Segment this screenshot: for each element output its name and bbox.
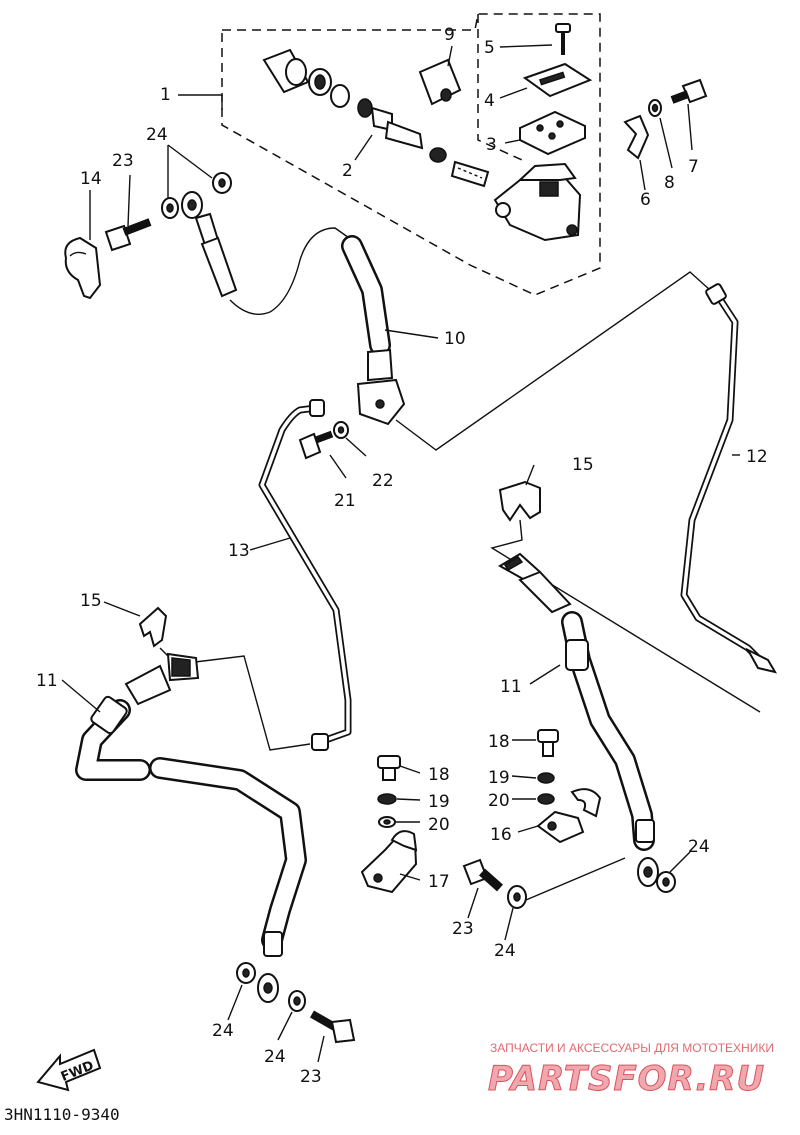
callout-18-right: 18 (488, 732, 510, 752)
callout-15-left: 15 (80, 591, 102, 611)
part-11-hose-left (75, 652, 307, 1003)
part-24-washer-left-b (288, 990, 306, 1012)
callout-24-right-b: 24 (494, 941, 516, 961)
callout-4: 4 (484, 91, 495, 111)
callout-2: 2 (342, 161, 353, 181)
hose-joint-block (356, 348, 406, 426)
callout-13: 13 (228, 541, 250, 561)
callout-8: 8 (664, 173, 675, 193)
watermark: ЗАПЧАСТИ И АКСЕССУАРЫ ДЛЯ МОТОТЕХНИКИ PA… (488, 1041, 774, 1100)
part-6-clip (623, 114, 650, 160)
part-23-bolt-right (462, 858, 503, 892)
part-9-cap (418, 58, 462, 106)
callout-19-left: 19 (428, 792, 450, 812)
callout-21: 21 (334, 491, 356, 511)
diagram-code: 3HN1110-9340 (4, 1105, 120, 1124)
part-19-washer-right (537, 772, 555, 784)
callout-7: 7 (688, 157, 699, 177)
part-7-bolt (670, 78, 708, 104)
part-13-brake-pipe (258, 399, 352, 751)
callout-23-lower: 23 (300, 1067, 322, 1087)
callout-24-right-a: 24 (688, 837, 710, 857)
master-cylinder-body (493, 162, 582, 242)
part-4-slot (539, 71, 566, 86)
part-24-washer-upper-b (212, 172, 232, 194)
part-18-bolt-left (377, 755, 401, 781)
part-20-washer-right (537, 793, 555, 805)
callout-12: 12 (746, 447, 768, 467)
callout-labels: 1 2 3 4 5 6 7 8 9 10 11 11 12 13 14 15 1… (36, 25, 768, 1087)
callout-15-right: 15 (572, 455, 594, 475)
part-3-diaphragm (519, 110, 586, 156)
part-23-bolt-lower (310, 1010, 356, 1044)
part-15-clip-left (138, 606, 168, 648)
callout-14: 14 (80, 169, 102, 189)
callout-1: 1 (160, 85, 171, 105)
callout-18-left: 18 (428, 765, 450, 785)
callout-22: 22 (372, 471, 394, 491)
callout-11-left: 11 (36, 671, 58, 691)
part-17-bracket (360, 830, 418, 894)
part-18-bolt-right (537, 729, 559, 757)
part-15-clip-right (498, 480, 541, 522)
part-5-screw (555, 23, 571, 55)
link-line-right (395, 271, 711, 451)
part-14-cover (64, 236, 102, 300)
part-23-bolt-upper (104, 218, 152, 252)
part-21-bolt (298, 430, 334, 460)
callout-11-right: 11 (500, 677, 522, 697)
hose-routing-line (229, 227, 353, 315)
part-22-washer (333, 421, 349, 439)
kit-boundary (477, 14, 523, 161)
callout-3: 3 (486, 135, 497, 155)
pipe-to-hose-guide (194, 655, 311, 751)
callout-23-right: 23 (452, 919, 474, 939)
upper-banjo-fitting (181, 191, 238, 298)
callout-19-right: 19 (488, 768, 510, 788)
clip-guide-right (490, 519, 761, 713)
part-12-brake-pipe (680, 283, 778, 674)
callout-9: 9 (444, 25, 455, 45)
part-24-washer-right-a (656, 871, 676, 893)
part-24-washer-left-a (236, 962, 256, 984)
assembly-boundary (221, 13, 601, 296)
part-11-hose-right (498, 552, 659, 887)
callout-23-upper: 23 (112, 151, 134, 171)
part-24-washer-right-b (507, 885, 527, 909)
callout-24-left-a: 24 (212, 1021, 234, 1041)
callout-17: 17 (428, 872, 450, 892)
part-24-washer-upper-a (161, 197, 179, 219)
forward-arrow: FWD (36, 1048, 102, 1092)
bolt-guide-right (525, 857, 626, 901)
callout-24-upper: 24 (146, 125, 168, 145)
callout-20-left: 20 (428, 815, 450, 835)
part-19-washer-left (377, 793, 397, 805)
part-20-washer-left (378, 816, 396, 828)
watermark-logo: PARTSFOR.RU (488, 1059, 765, 1099)
part-8-washer (648, 99, 662, 117)
callout-10: 10 (444, 329, 466, 349)
callout-24-left-b: 24 (264, 1047, 286, 1067)
leader-lines (61, 44, 740, 1063)
callout-16: 16 (490, 825, 512, 845)
callout-5: 5 (484, 38, 495, 58)
part-16-bracket (536, 788, 602, 844)
callout-6: 6 (640, 190, 651, 210)
callout-20-right: 20 (488, 791, 510, 811)
watermark-tagline: ЗАПЧАСТИ И АКСЕССУАРЫ ДЛЯ МОТОТЕХНИКИ (490, 1041, 774, 1055)
part-2-piston-kit (262, 48, 490, 188)
part-10-hose (341, 235, 391, 356)
